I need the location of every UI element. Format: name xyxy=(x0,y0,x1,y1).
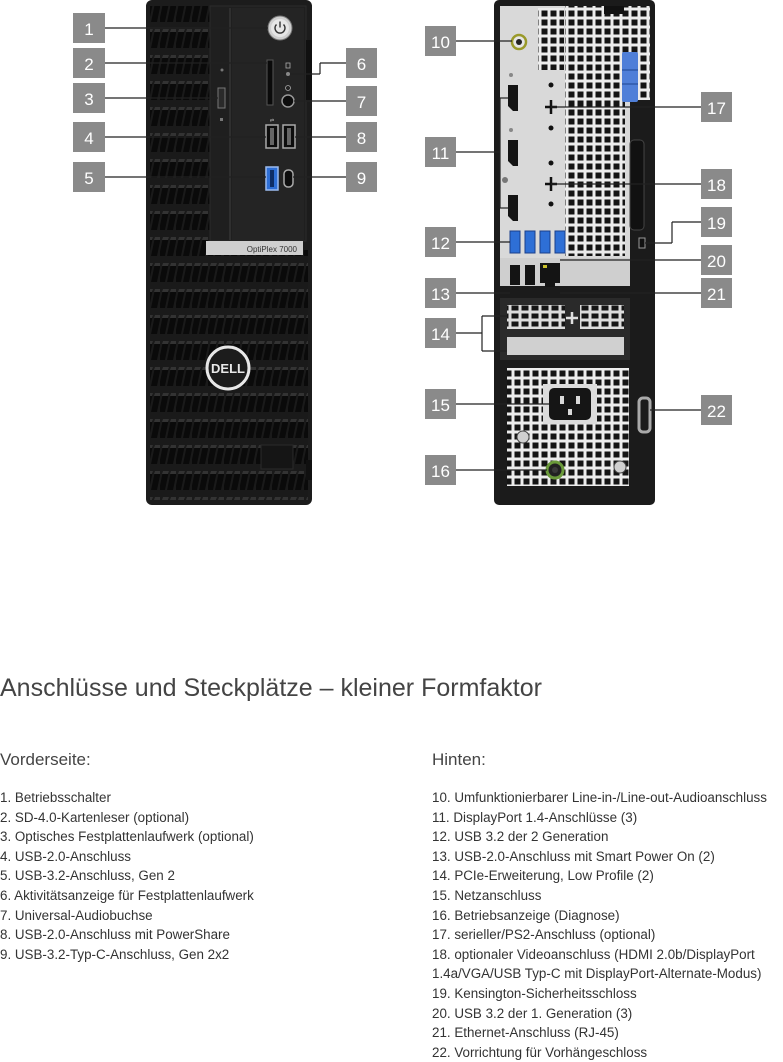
list-item: 1. Betriebsschalter xyxy=(0,790,111,805)
svg-text:13: 13 xyxy=(431,285,450,304)
svg-text:17: 17 xyxy=(707,99,726,118)
list-item: 21. Ethernet-Anschluss (RJ-45) xyxy=(432,1025,619,1041)
dell-logo-icon: DELL xyxy=(205,345,251,391)
callout-16: 16 xyxy=(425,455,456,485)
list-item: 9. USB-3.2-Typ-C-Anschluss, Gen 2x2 xyxy=(0,946,230,962)
svg-text:3: 3 xyxy=(84,90,93,109)
list-item: 15. Netzanschluss xyxy=(432,887,542,903)
list-item: 2. SD-4.0-Kartenleser (optional) xyxy=(0,809,190,825)
callout-15: 15 xyxy=(425,389,456,419)
list-item: 1.4a/VGA/USB Typ-C mit DisplayPort-Alter… xyxy=(432,966,762,982)
front-port-list: 1. Betriebsschalter 2. SD-4.0-Kartenlese… xyxy=(0,788,420,964)
svg-text:5: 5 xyxy=(84,169,93,188)
callout-18: 18 xyxy=(701,169,732,199)
list-item: 20. USB 3.2 der 1. Generation (3) xyxy=(432,1005,633,1021)
list-item: 4. USB-2.0-Anschluss xyxy=(0,848,131,864)
list-item: 19. Kensington-Sicherheitsschloss xyxy=(432,985,637,1001)
diagnostic-led xyxy=(545,460,565,480)
front-foot-panel xyxy=(260,444,294,470)
sd-card-slot xyxy=(266,59,274,106)
callout-9: 9 xyxy=(346,162,377,192)
callout-19: 19 xyxy=(701,207,732,237)
usb-c-port-front xyxy=(283,169,294,188)
svg-text:21: 21 xyxy=(707,285,726,304)
power-inlet-icon xyxy=(549,388,591,420)
list-item: 7. Universal-Audiobuchse xyxy=(0,907,153,923)
audio-jack-rear xyxy=(510,33,528,51)
callout-4: 4 xyxy=(73,122,105,152)
callout-5: 5 xyxy=(73,162,105,192)
callout-14: 14 xyxy=(425,318,456,348)
svg-text:10: 10 xyxy=(431,33,450,52)
psu-area xyxy=(507,368,629,486)
svg-text:18: 18 xyxy=(707,176,726,195)
svg-text:2: 2 xyxy=(84,55,93,74)
callout-21: 21 xyxy=(701,278,732,308)
rear-screws xyxy=(516,430,627,474)
callout-2: 2 xyxy=(73,48,105,78)
list-item: 14. PCIe-Erweiterung, Low Profile (2) xyxy=(432,868,654,884)
callout-20: 20 xyxy=(701,245,732,275)
hdd-activity-led xyxy=(285,62,291,76)
power-button-icon[interactable] xyxy=(267,15,293,41)
list-item: 10. Umfunktionierbarer Line-in-/Line-out… xyxy=(432,790,767,805)
callout-17: 17 xyxy=(701,92,732,122)
list-item: 22. Vorrichtung für Vorhängeschloss xyxy=(432,1044,648,1060)
svg-text:1: 1 xyxy=(84,20,93,39)
svg-text:16: 16 xyxy=(431,462,450,481)
callout-1: 1 xyxy=(73,13,105,43)
list-item: 3. Optisches Festplattenlaufwerk (option… xyxy=(0,829,254,845)
callout-3: 3 xyxy=(73,83,105,113)
svg-text:14: 14 xyxy=(431,325,450,344)
svg-text:8: 8 xyxy=(357,129,366,148)
callout-12: 12 xyxy=(425,227,456,257)
callout-11: 11 xyxy=(425,137,456,167)
ethernet-port xyxy=(540,263,560,287)
dell-logo-text: DELL xyxy=(211,361,245,376)
svg-text:20: 20 xyxy=(707,252,726,271)
list-item: 5. USB-3.2-Anschluss, Gen 2 xyxy=(0,868,175,884)
svg-text:15: 15 xyxy=(431,396,450,415)
pcie-slots xyxy=(500,298,630,360)
model-label: OptiPlex 7000 xyxy=(247,245,298,254)
list-item: 16. Betriebsanzeige (Diagnose) xyxy=(432,907,620,923)
svg-text:7: 7 xyxy=(357,93,366,112)
rear-heading: Hinten: xyxy=(432,750,486,769)
callout-10: 10 xyxy=(425,26,456,56)
serial-blue-latch xyxy=(622,52,638,102)
usb2-smart-power-ports xyxy=(510,265,535,285)
callout-7: 7 xyxy=(346,86,377,116)
rear-port-list: 10. Umfunktionierbarer Line-in-/Line-out… xyxy=(432,788,783,1062)
list-item: 18. optionaler Videoanschluss (HDMI 2.0b… xyxy=(432,946,755,962)
svg-text:6: 6 xyxy=(357,55,366,74)
list-item: 12. USB 3.2 der 2 Generation xyxy=(432,829,609,845)
svg-text:22: 22 xyxy=(707,402,726,421)
svg-text:9: 9 xyxy=(357,169,366,188)
leader-lines xyxy=(105,27,701,471)
svg-text:12: 12 xyxy=(431,234,450,253)
callouts: 1 2 3 4 5 6 7 8 9 10 11 12 13 14 15 16 1… xyxy=(73,13,732,485)
list-item: 13. USB-2.0-Anschluss mit Smart Power On… xyxy=(432,848,715,864)
displayport-ports xyxy=(502,73,518,221)
callout-22: 22 xyxy=(701,395,732,425)
callout-8: 8 xyxy=(346,122,377,152)
ports-diagram: OptiPlex 7000 ⇄ DELL xyxy=(73,0,732,505)
svg-text:11: 11 xyxy=(432,144,450,163)
callout-6: 6 xyxy=(346,48,377,78)
padlock-loop xyxy=(637,396,652,434)
usb3-port-front xyxy=(265,166,279,191)
list-item: 8. USB-2.0-Anschluss mit PowerShare xyxy=(0,927,230,943)
front-heading: Vorderseite: xyxy=(0,750,91,769)
svg-text:4: 4 xyxy=(84,129,93,148)
list-item: 17. serieller/PS2-Anschluss (optional) xyxy=(432,927,656,943)
svg-text:19: 19 xyxy=(707,214,726,233)
kensington-lock-slot xyxy=(638,237,646,249)
callout-13: 13 xyxy=(425,278,456,308)
svg-text:⇄: ⇄ xyxy=(270,118,274,124)
list-item: 6. Aktivitätsanzeige für Festplattenlauf… xyxy=(0,887,254,903)
list-item: 11. DisplayPort 1.4-Anschlüsse (3) xyxy=(432,809,638,825)
page-title: Anschlüsse und Steckplätze – kleiner For… xyxy=(0,674,542,702)
